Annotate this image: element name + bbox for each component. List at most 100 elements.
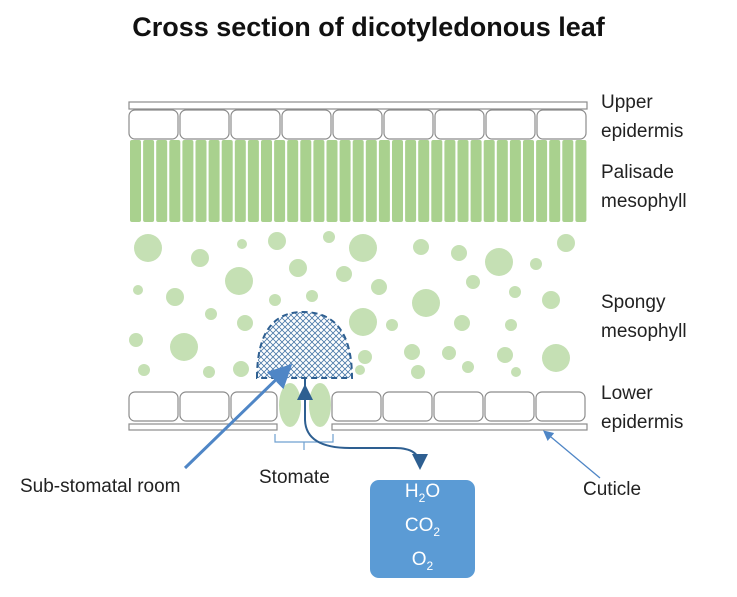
palisade-cell: [169, 140, 181, 222]
spongy-cell: [386, 319, 398, 331]
spongy-cell: [358, 350, 372, 364]
palisade-cell: [575, 140, 587, 222]
palisade-cell: [431, 140, 443, 222]
spongy-cell: [485, 248, 513, 276]
spongy-cell: [355, 365, 365, 375]
spongy-cell: [349, 234, 377, 262]
upper-epidermis-cell: [332, 109, 383, 140]
lower-epidermis-cell: [128, 391, 179, 422]
palisade-cell: [208, 140, 220, 222]
guard-cell-left: [279, 383, 301, 427]
upper-epidermis-cell: [128, 109, 179, 140]
spongy-cell: [129, 333, 143, 347]
palisade-cell: [378, 140, 390, 222]
gas-exchange-arrow: [304, 378, 428, 470]
palisade-cell: [326, 140, 338, 222]
spongy-cell: [497, 347, 513, 363]
palisade-cell: [444, 140, 456, 222]
spongy-cell: [505, 319, 517, 331]
palisade-cell: [457, 140, 469, 222]
spongy-cell: [454, 315, 470, 331]
spongy-cell: [225, 267, 253, 295]
palisade-cell: [234, 140, 246, 222]
spongy-cell: [511, 367, 521, 377]
spongy-cell: [509, 286, 521, 298]
palisade-cell: [562, 140, 574, 222]
spongy-cell: [404, 344, 420, 360]
spongy-cell: [371, 279, 387, 295]
spongy-cell: [466, 275, 480, 289]
spongy-cell: [542, 344, 570, 372]
spongy-cell: [557, 234, 575, 252]
lower-epidermis: [128, 391, 586, 422]
spongy-cell: [336, 266, 352, 282]
palisade-cell: [195, 140, 207, 222]
spongy-mesophyll: [129, 231, 575, 379]
spongy-cell: [133, 285, 143, 295]
lower-cuticle-left: [128, 423, 278, 431]
spongy-cell: [170, 333, 198, 361]
spongy-cell: [205, 308, 217, 320]
label-stomate: Stomate: [259, 467, 330, 488]
palisade-mesophyll: [130, 140, 587, 222]
lower-epidermis-cell: [179, 391, 230, 422]
palisade-cell: [287, 140, 299, 222]
spongy-cell: [138, 364, 150, 376]
palisade-cell: [143, 140, 155, 222]
spongy-cell: [269, 294, 281, 306]
upper-epidermis-cell: [536, 109, 587, 140]
spongy-cell: [306, 290, 318, 302]
palisade-cell: [365, 140, 377, 222]
palisade-cell: [549, 140, 561, 222]
guard-cell-right: [309, 383, 331, 427]
palisade-cell: [523, 140, 534, 222]
label-cuticle: Cuticle: [583, 479, 642, 500]
palisade-cell: [470, 140, 482, 222]
palisade-cell: [274, 140, 286, 222]
upper-epidermis: [128, 109, 587, 140]
palisade-cell: [509, 140, 521, 222]
spongy-cell: [289, 259, 307, 277]
spongy-cell: [451, 245, 467, 261]
palisade-cell: [156, 140, 168, 222]
spongy-cell: [530, 258, 542, 270]
gas-h2o: H2O: [404, 481, 441, 506]
lower-epidermis-cell: [484, 391, 535, 422]
spongy-cell: [442, 346, 456, 360]
palisade-cell: [339, 140, 351, 222]
spongy-cell: [462, 361, 474, 373]
lower-cuticle-right: [331, 423, 588, 431]
palisade-cell: [261, 140, 272, 222]
spongy-cell: [134, 234, 162, 262]
palisade-cell: [483, 140, 495, 222]
stomate-bracket: [274, 434, 334, 450]
spongy-cell: [413, 239, 429, 255]
palisade-cell: [496, 140, 508, 222]
spongy-cell: [166, 288, 184, 306]
palisade-cell: [313, 140, 325, 222]
spongy-cell: [349, 308, 377, 336]
spongy-cell: [323, 231, 335, 243]
spongy-cell: [191, 249, 209, 267]
upper-epidermis-cell: [434, 109, 485, 140]
spongy-cell: [542, 291, 560, 309]
spongy-cell: [237, 315, 253, 331]
lower-epidermis-cell: [382, 391, 433, 422]
gas-box: H2O CO2 O2: [370, 480, 475, 578]
lower-epidermis-cell: [331, 391, 382, 422]
page-title: Cross section of dicotyledonous leaf: [132, 12, 605, 42]
palisade-cell: [221, 140, 233, 222]
gas-co2: CO2: [404, 515, 441, 539]
palisade-cell: [405, 140, 417, 222]
label-sub-stomatal-room: Sub-stomatal room: [20, 476, 181, 497]
cuticle-pointer: [543, 430, 601, 479]
spongy-cell: [233, 361, 249, 377]
spongy-cell: [268, 232, 286, 250]
upper-cuticle: [128, 101, 588, 110]
spongy-cell: [412, 289, 440, 317]
